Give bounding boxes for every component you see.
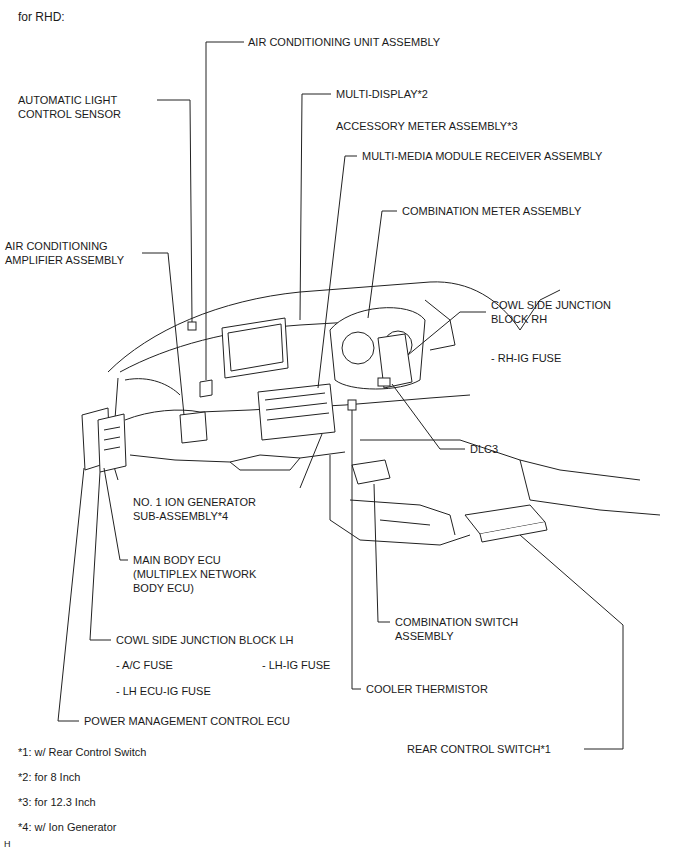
rear-control-side	[480, 522, 547, 542]
leader-line	[318, 156, 357, 388]
light-sensor	[188, 322, 196, 330]
dash-vent	[125, 379, 180, 395]
cowl-trim	[425, 300, 455, 350]
leader-line	[374, 484, 390, 622]
footnote: *3: for 12.3 Inch	[18, 795, 96, 809]
part-name: AIR CONDITIONING AMPLIFIER ASSEMBLY	[5, 239, 155, 267]
combination-meter	[330, 308, 425, 389]
part-name: COWL SIDE JUNCTION BLOCK LH	[116, 633, 293, 647]
part-name: AIR CONDITIONING UNIT ASSEMBLY	[248, 35, 440, 49]
leader-line	[206, 42, 244, 380]
cowl-junction-rh	[378, 334, 412, 388]
combination-switch	[352, 460, 390, 484]
part-name: COOLER THERMISTOR	[366, 682, 488, 696]
leader-line	[142, 253, 184, 415]
part-name: REAR CONTROL SWITCH*1	[407, 742, 551, 756]
cooler-thermistor	[348, 400, 356, 410]
leader-line	[300, 434, 322, 488]
components	[82, 308, 547, 542]
part-name: MAIN BODY ECU (MULTIPLEX NETWORK BODY EC…	[133, 553, 283, 595]
dlc3	[378, 378, 390, 386]
fuse-name: - LH ECU-IG FUSE	[116, 684, 211, 698]
multimedia-receiver	[258, 384, 335, 440]
footnote: *1: w/ Rear Control Switch	[18, 745, 146, 759]
leader-line	[352, 410, 361, 689]
display-screen	[228, 324, 283, 371]
fuse-name: - LH-IG FUSE	[262, 658, 330, 672]
figure-code: H	[4, 837, 11, 851]
leader-line	[90, 472, 111, 640]
footnote: *4: w/ Ion Generator	[18, 820, 116, 834]
leader-line	[104, 468, 128, 560]
console-right	[360, 440, 640, 480]
part-name: MULTI-MEDIA MODULE RECEIVER ASSEMBLY	[362, 149, 602, 163]
ac-amplifier	[180, 412, 207, 443]
leader-line	[392, 384, 465, 449]
part-name: MULTI-DISPLAY*2	[336, 87, 428, 101]
part-name: COWL SIDE JUNCTION BLOCK RH	[491, 298, 641, 326]
part-name: COMBINATION SWITCH ASSEMBLY	[395, 615, 545, 643]
part-name: AUTOMATIC LIGHT CONTROL SENSOR	[18, 93, 168, 121]
ac-unit	[200, 380, 212, 397]
gauge	[342, 332, 374, 364]
footnote: *2: for 8 Inch	[18, 770, 80, 784]
part-name: NO. 1 ION GENERATOR SUB-ASSEMBLY*4	[133, 495, 283, 523]
fuse-name: - RH-IG FUSE	[491, 351, 561, 365]
dash-top	[108, 282, 520, 372]
part-name: COMBINATION METER ASSEMBLY	[402, 204, 581, 218]
console-left	[330, 455, 470, 545]
glovebox	[230, 458, 300, 470]
multi-display	[222, 318, 288, 378]
leader-line	[408, 312, 486, 355]
console-line	[380, 520, 430, 525]
leader-lines	[58, 42, 623, 749]
leader-line	[368, 211, 397, 318]
part-name: ACCESSORY METER ASSEMBLY*3	[336, 119, 518, 133]
part-name: DLC3	[470, 442, 498, 456]
part-name: POWER MANAGEMENT CONTROL ECU	[84, 714, 290, 728]
floor-line	[520, 460, 660, 515]
connector-lines	[104, 427, 120, 450]
receiver-slots	[265, 393, 329, 420]
leader-line	[157, 100, 192, 322]
fuse-name: - A/C FUSE	[116, 658, 173, 672]
console-arm	[350, 500, 455, 535]
cowl-junction-lh	[98, 414, 126, 472]
leader-line	[58, 468, 84, 721]
diagram-title: for RHD:	[18, 10, 65, 24]
leader-line	[300, 94, 331, 320]
leader-line	[520, 535, 623, 749]
dashboard-outline	[108, 282, 660, 545]
